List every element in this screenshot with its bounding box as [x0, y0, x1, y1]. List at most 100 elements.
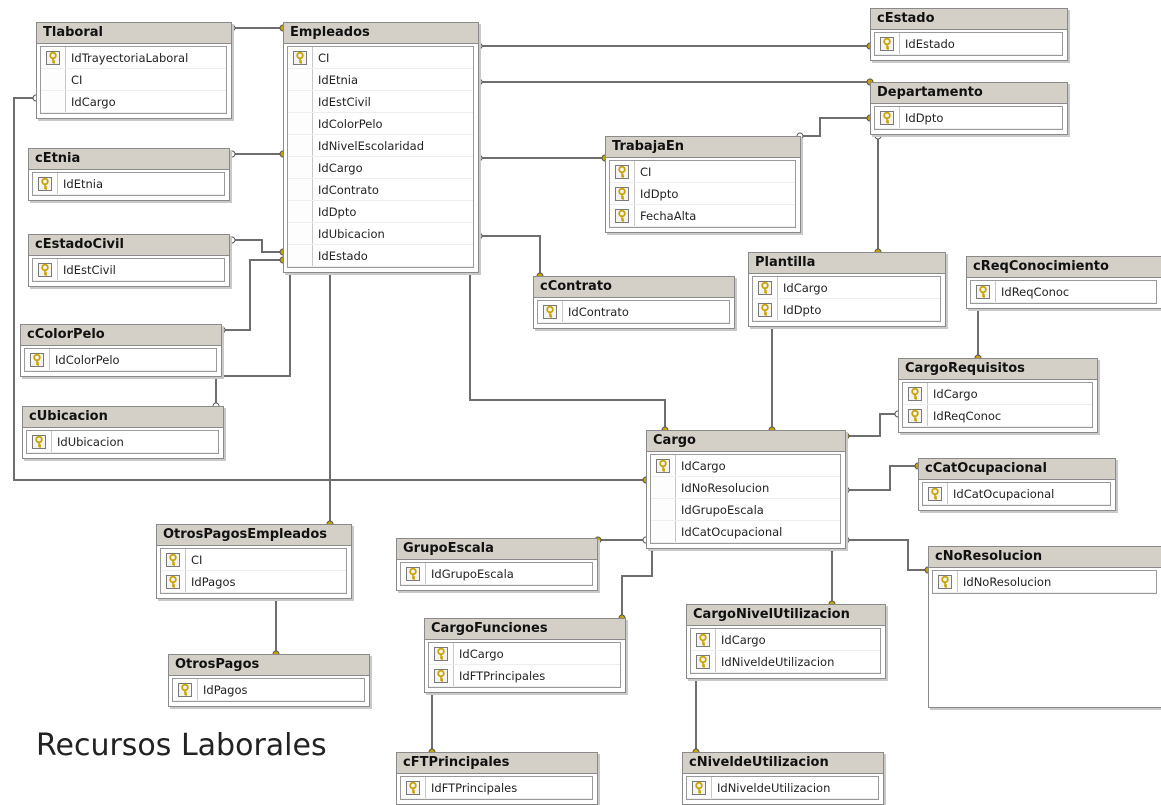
table-header[interactable]: Plantilla: [749, 253, 945, 274]
table-header[interactable]: Departamento: [871, 83, 1067, 104]
column-row[interactable]: IdCatOcupacional: [651, 521, 840, 543]
column-row[interactable]: IdEstCivil: [33, 259, 224, 281]
column-row[interactable]: IdDpto: [610, 183, 795, 205]
column-row[interactable]: IdEstado: [875, 33, 1062, 55]
column-row[interactable]: CI: [161, 549, 346, 571]
column-row[interactable]: IdFTPrincipales: [429, 665, 620, 687]
table-header[interactable]: Tlaboral: [37, 23, 231, 44]
primary-key-cell: [903, 383, 928, 404]
relationship-line: [846, 465, 918, 491]
column-row[interactable]: IdCargo: [41, 91, 226, 113]
column-row[interactable]: IdEtnia: [288, 69, 473, 91]
column-name: IdCargo: [318, 160, 363, 175]
column-row[interactable]: IdContrato: [288, 179, 473, 201]
column-row[interactable]: IdCargo: [429, 643, 620, 665]
column-row[interactable]: IdCargo: [691, 629, 880, 651]
table-header[interactable]: cEtnia: [29, 149, 229, 170]
column-row[interactable]: IdCargo: [651, 455, 840, 477]
table-header[interactable]: cEstado: [871, 9, 1067, 30]
column-row[interactable]: IdEstado: [288, 245, 473, 267]
column-row[interactable]: IdReqConoc: [903, 405, 1092, 427]
table-header[interactable]: CargoNivelUtilizacion: [687, 605, 885, 626]
column-row[interactable]: CI: [41, 69, 226, 91]
column-row[interactable]: IdReqConoc: [971, 281, 1156, 303]
column-row[interactable]: IdCargo: [753, 277, 940, 299]
table-header[interactable]: cNiveldeUtilizacion: [683, 753, 883, 774]
column-row[interactable]: IdNoResolucion: [651, 477, 840, 499]
column-row[interactable]: IdUbicacion: [27, 431, 218, 453]
column-row[interactable]: IdEstCivil: [288, 91, 473, 113]
column-row[interactable]: CI: [288, 47, 473, 69]
primary-key-icon: [46, 50, 60, 65]
table-header[interactable]: Cargo: [647, 431, 845, 452]
column-row[interactable]: IdNiveldeUtilizacion: [687, 777, 878, 799]
primary-key-cell: [33, 173, 58, 194]
table-header[interactable]: OtrosPagosEmpleados: [157, 525, 351, 546]
column-row[interactable]: IdDpto: [753, 299, 940, 321]
column-row[interactable]: IdTrayectoriaLaboral: [41, 47, 226, 69]
table-header[interactable]: cNoResolucion: [929, 547, 1161, 568]
column-row[interactable]: FechaAlta: [610, 205, 795, 227]
primary-key-cell: [753, 299, 778, 320]
column-row[interactable]: IdPagos: [173, 679, 364, 701]
table-header[interactable]: OtrosPagos: [169, 655, 369, 676]
column-gutter: [288, 69, 313, 90]
column-row[interactable]: IdColorPelo: [25, 349, 216, 371]
column-row[interactable]: IdEtnia: [33, 173, 224, 195]
column-row[interactable]: IdPagos: [161, 571, 346, 593]
column-row[interactable]: IdCargo: [903, 383, 1092, 405]
primary-key-icon: [166, 552, 180, 567]
column-row[interactable]: IdContrato: [538, 301, 729, 323]
column-row[interactable]: IdColorPelo: [288, 113, 473, 135]
primary-key-cell: [27, 431, 52, 452]
column-row[interactable]: IdNoResolucion: [933, 571, 1156, 593]
table-header[interactable]: cContrato: [534, 277, 734, 298]
table-header[interactable]: cColorPelo: [21, 325, 221, 346]
column-row[interactable]: IdFTPrincipales: [401, 777, 592, 799]
column-row[interactable]: IdDpto: [288, 201, 473, 223]
column-row[interactable]: CI: [610, 161, 795, 183]
column-row[interactable]: IdCargo: [288, 157, 473, 179]
table-header[interactable]: cReqConocimiento: [967, 257, 1161, 278]
table-header[interactable]: cCatOcupacional: [919, 459, 1115, 480]
column-row[interactable]: IdDpto: [875, 107, 1062, 129]
column-row[interactable]: IdNiveldeUtilizacion: [691, 651, 880, 673]
table-header[interactable]: cUbicacion: [23, 407, 223, 428]
table-header[interactable]: Empleados: [284, 23, 478, 44]
column-row[interactable]: IdUbicacion: [288, 223, 473, 245]
table-header[interactable]: CargoRequisitos: [899, 359, 1097, 380]
column-row[interactable]: IdGrupoEscala: [651, 499, 840, 521]
column-name: IdDpto: [783, 302, 822, 317]
column-row[interactable]: IdNivelEscolaridad: [288, 135, 473, 157]
table-header[interactable]: cEstadoCivil: [29, 235, 229, 256]
table-header[interactable]: CargoFunciones: [425, 619, 625, 640]
column-row[interactable]: IdCatOcupacional: [923, 483, 1110, 505]
table-header[interactable]: TrabajaEn: [606, 137, 800, 158]
table-header[interactable]: cFTPrincipales: [397, 753, 597, 774]
column-row[interactable]: IdGrupoEscala: [401, 563, 592, 585]
table-header[interactable]: GrupoEscala: [397, 539, 597, 560]
